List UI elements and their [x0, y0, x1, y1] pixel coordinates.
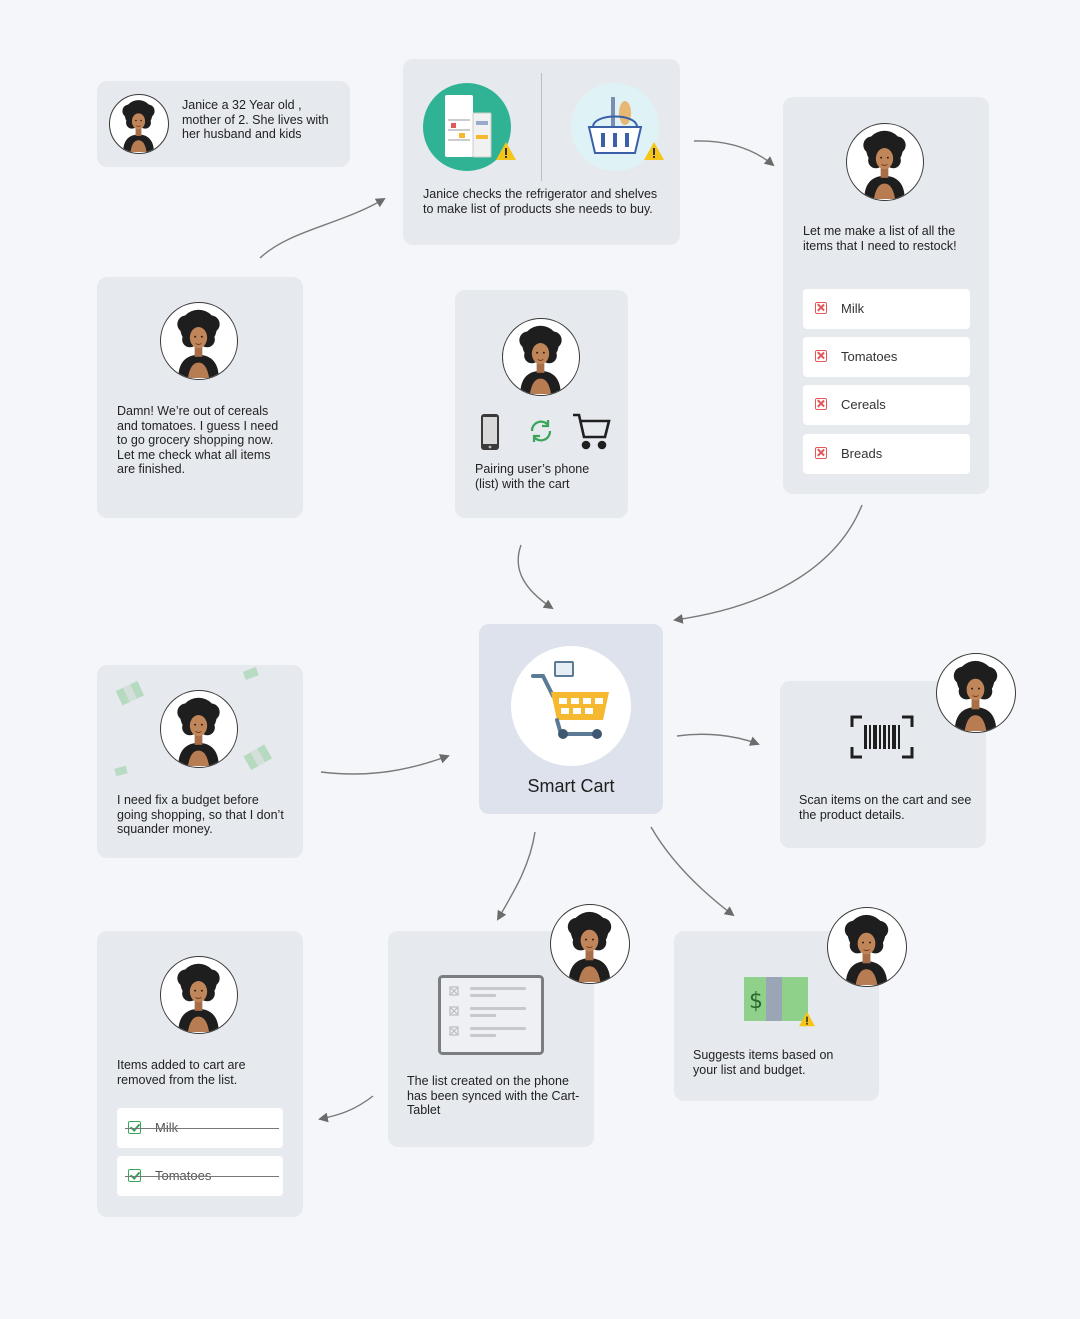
arrow-realize-to-check: [259, 198, 386, 259]
money-icon: [115, 680, 147, 710]
money-icon: $: [744, 977, 810, 1026]
arrow-restock-to-cart: [673, 504, 863, 624]
pairing-text: Pairing user’s phone (list) with the car…: [475, 462, 590, 491]
arrow-cart-to-synced: [497, 831, 536, 921]
arrow-synced-to-removed: [318, 1095, 374, 1123]
list-item-cereals[interactable]: Cereals: [803, 385, 970, 425]
checkbox-checked-icon[interactable]: [128, 1169, 141, 1182]
strikethrough: [125, 1176, 279, 1177]
list-item-milk-done[interactable]: Milk: [117, 1108, 283, 1148]
warning-icon: [643, 141, 665, 166]
check-text: Janice checks the refrigerator and shelv…: [423, 187, 658, 216]
list-item-label: Breads: [841, 446, 883, 461]
arrow-budget-to-cart: [320, 754, 450, 775]
realize-text: Damn! We’re out of cereals and tomatoes.…: [117, 404, 279, 476]
avatar-woman-icon: [160, 956, 238, 1034]
list-item-breads[interactable]: Breads: [803, 434, 970, 474]
smart-cart-icon: [511, 646, 631, 766]
list-item-label: Milk: [155, 1120, 179, 1135]
phone-icon: [480, 413, 500, 456]
list-item-milk[interactable]: Milk: [803, 289, 970, 329]
close-icon[interactable]: [815, 447, 827, 459]
restock-text: Let me make a list of all the items that…: [803, 224, 957, 253]
list-item-tomatoes[interactable]: Tomatoes: [803, 337, 970, 377]
svg-text:$: $: [749, 989, 763, 1014]
list-item-label: Milk: [841, 301, 865, 316]
check-card: Janice checks the refrigerator and shelv…: [403, 59, 680, 245]
refrigerator-icon: [423, 83, 511, 171]
barcode-icon: [850, 715, 914, 764]
list-item-label: Tomatoes: [841, 349, 898, 364]
scan-text: Scan items on the cart and see the produ…: [799, 793, 972, 822]
arrow-cart-to-suggest: [650, 826, 735, 917]
checkbox-checked-icon[interactable]: [128, 1121, 141, 1134]
restock-card: Let me make a list of all the items that…: [783, 97, 989, 494]
removed-card: Items added to cart are removed from the…: [97, 931, 303, 1217]
basket-icon: [571, 83, 659, 171]
warning-icon: [798, 1011, 816, 1032]
pairing-card: Pairing user’s phone (list) with the car…: [455, 290, 628, 518]
smart-cart-card[interactable]: Smart Cart: [479, 624, 663, 814]
avatar-woman-icon: [550, 904, 630, 984]
avatar-woman-icon: [936, 653, 1016, 733]
list-item-label: Tomatoes: [155, 1168, 212, 1183]
close-icon[interactable]: [815, 350, 827, 362]
close-icon[interactable]: [815, 398, 827, 410]
money-icon: [243, 744, 274, 774]
list-item-label: Cereals: [841, 397, 886, 412]
sync-icon: [528, 418, 554, 449]
close-icon[interactable]: [815, 302, 827, 314]
strikethrough: [125, 1128, 279, 1129]
budget-text: I need fix a budget before going shoppin…: [117, 793, 284, 836]
money-icon: [113, 761, 129, 781]
synced-text: The list created on the phone has been s…: [407, 1074, 580, 1117]
arrow-check-to-restock: [693, 140, 775, 167]
warning-icon: [495, 141, 517, 166]
avatar-woman-icon: [846, 123, 924, 201]
arrow-pairing-to-cart: [517, 544, 554, 610]
persona-card: Janice a 32 Year old , mother of 2. She …: [97, 81, 350, 167]
cart-icon: [571, 411, 611, 456]
list-item-tomatoes-done[interactable]: Tomatoes: [117, 1156, 283, 1196]
smart-cart-label: Smart Cart: [527, 776, 615, 796]
tablet-list-icon: [438, 975, 544, 1060]
divider: [541, 73, 542, 181]
arrow-cart-to-scan: [676, 733, 760, 746]
persona-text: Janice a 32 Year old , mother of 2. She …: [182, 98, 329, 141]
suggest-text: Suggests items based on your list and bu…: [693, 1048, 834, 1077]
removed-text: Items added to cart are removed from the…: [117, 1058, 246, 1087]
avatar-woman-icon: [160, 302, 238, 380]
money-icon: [241, 663, 260, 685]
avatar-woman-icon: [160, 690, 238, 768]
avatar-woman-icon: [827, 907, 907, 987]
avatar-woman-icon: [502, 318, 580, 396]
budget-card: I need fix a budget before going shoppin…: [97, 665, 303, 858]
realize-card: Damn! We’re out of cereals and tomatoes.…: [97, 277, 303, 518]
avatar-woman-icon: [109, 94, 169, 154]
